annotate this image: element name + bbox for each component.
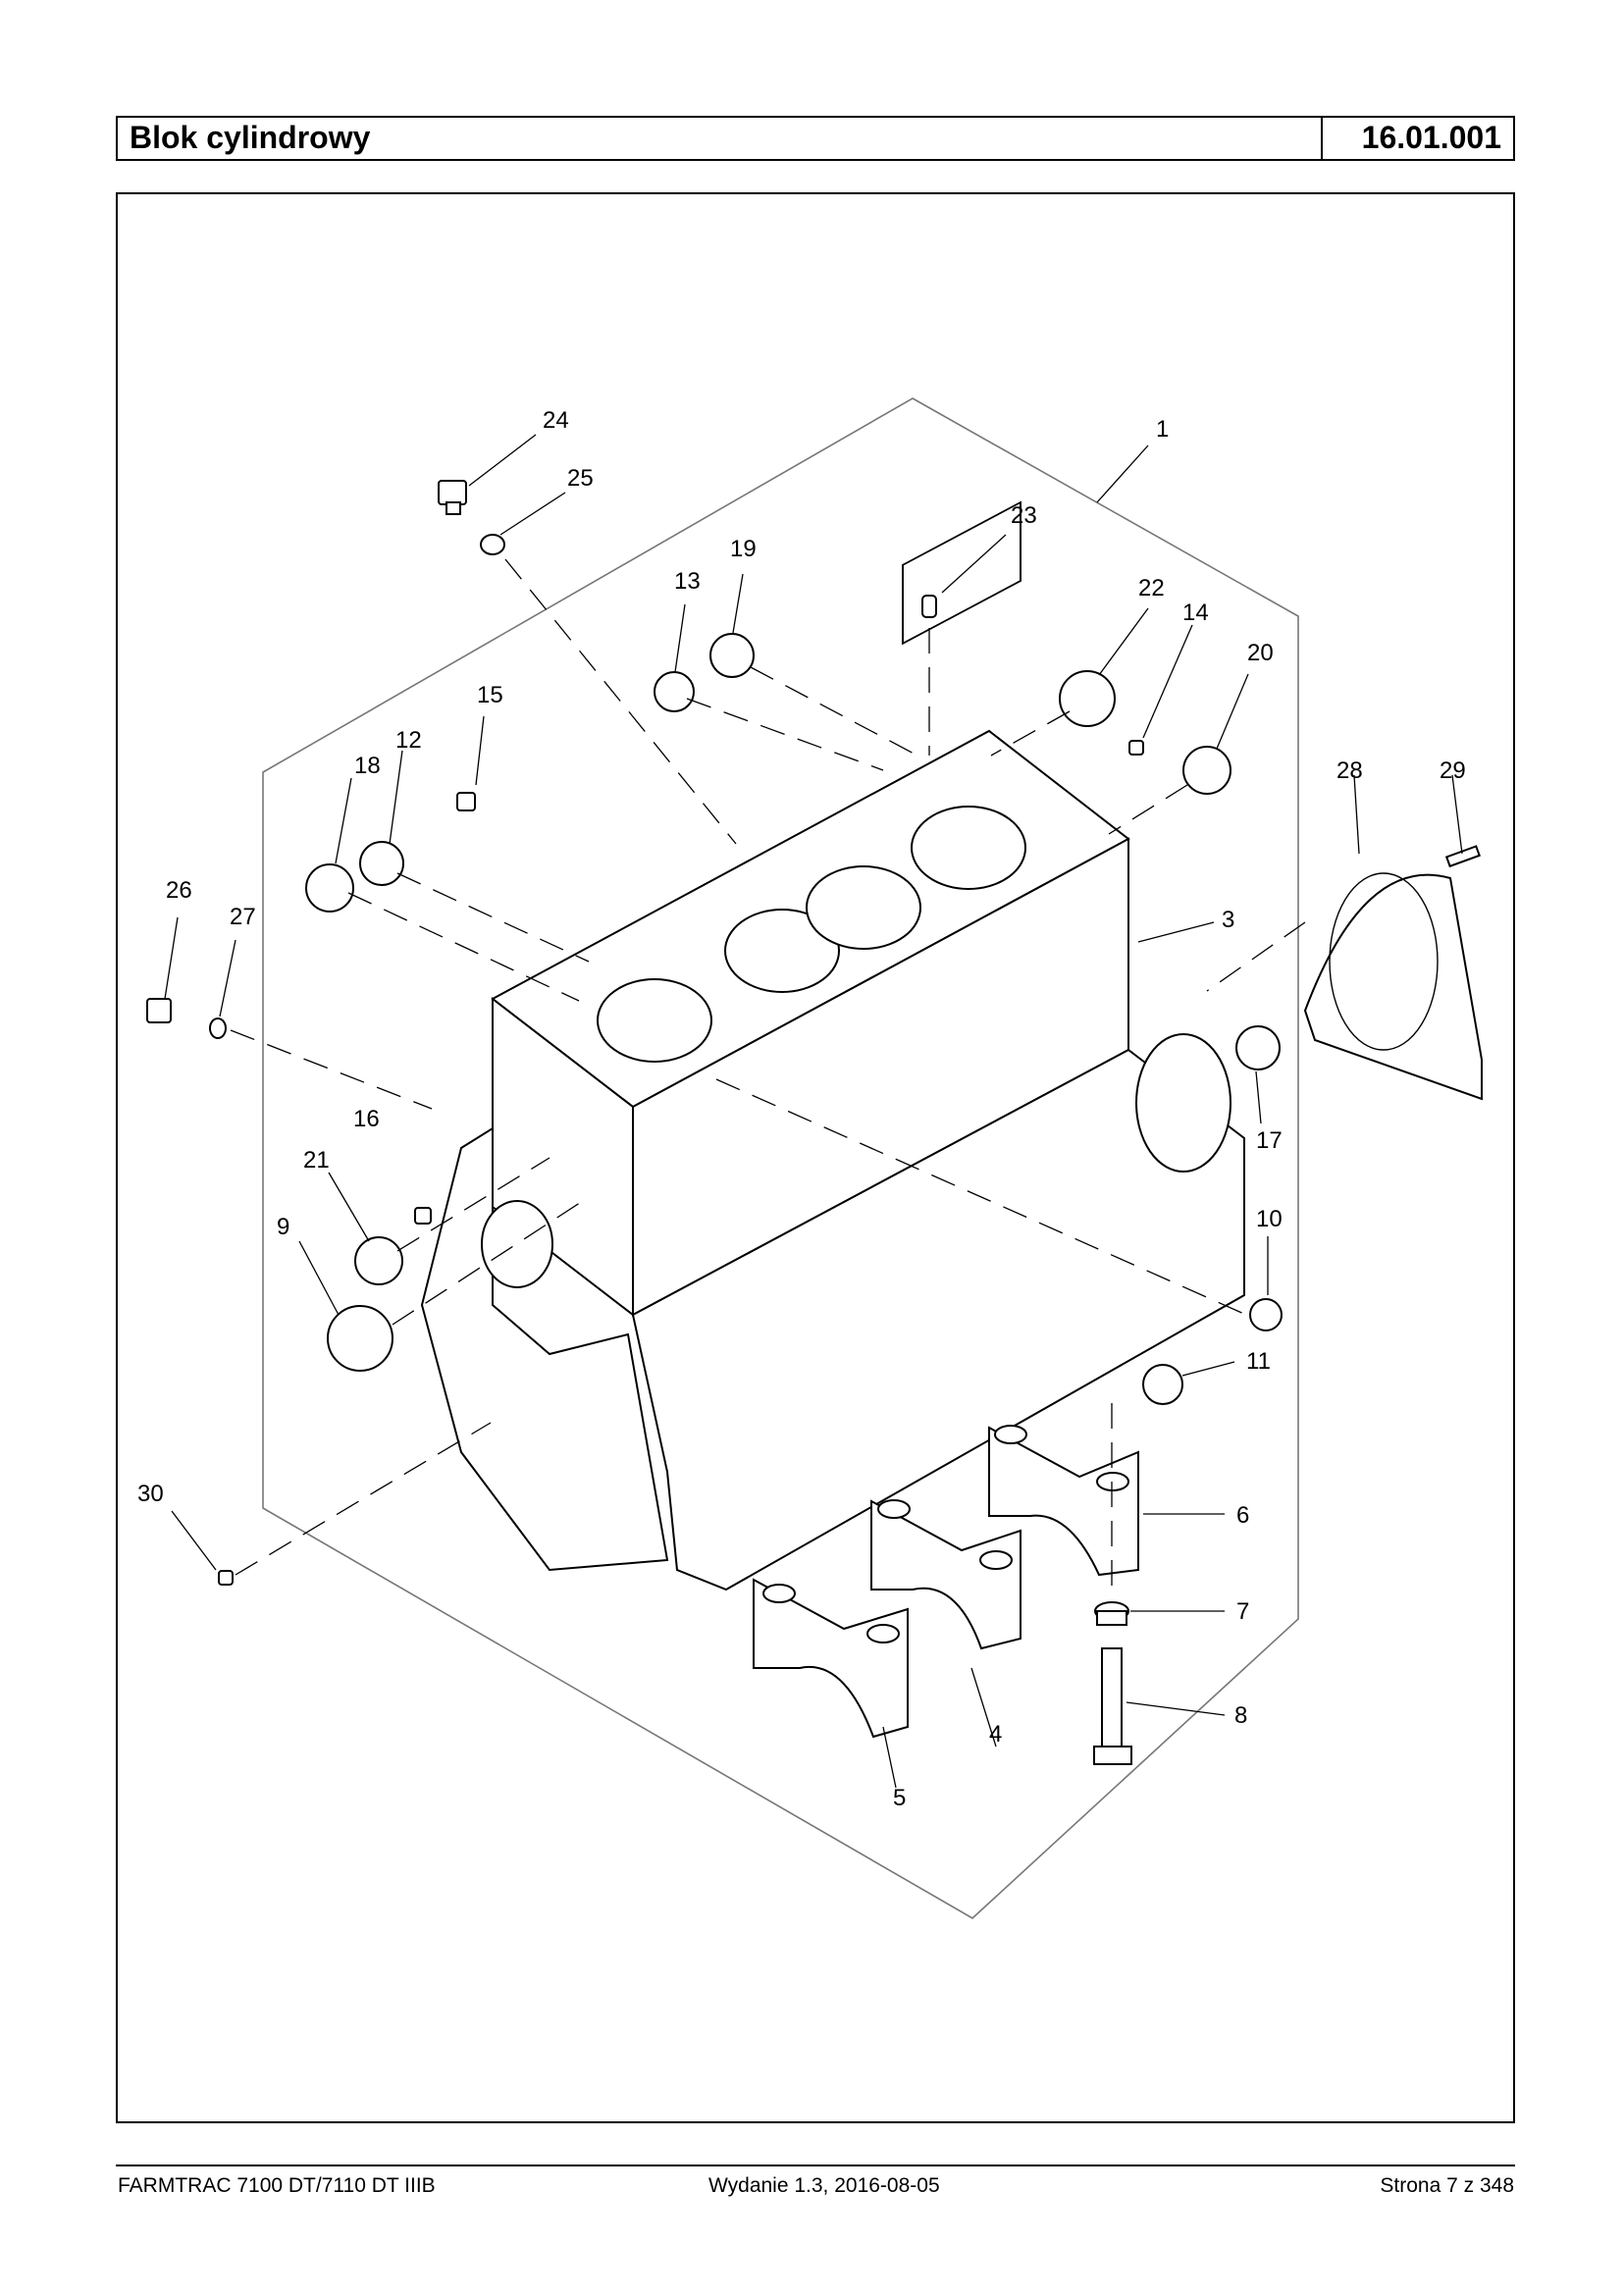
page-header: Blok cylindrowy 16.01.001	[116, 116, 1515, 161]
callout-23: 23	[1011, 502, 1037, 529]
callout-20: 20	[1247, 640, 1274, 666]
rear-seal-plate	[1303, 845, 1483, 1101]
callout-24: 24	[543, 407, 569, 434]
callout-19: 19	[730, 536, 757, 562]
bearing-caps	[753, 1425, 1139, 1739]
callout-3: 3	[1222, 907, 1234, 933]
callout-25: 25	[567, 465, 594, 492]
cylinder-block	[420, 500, 1245, 1591]
callout-1: 1	[1156, 416, 1169, 443]
callout-4: 4	[989, 1721, 1002, 1747]
callout-15: 15	[477, 682, 503, 708]
footer-page-number: Strona 7 z 348	[1380, 2174, 1514, 2197]
callout-16: 16	[353, 1106, 380, 1132]
callout-17: 17	[1256, 1127, 1283, 1154]
footer-edition: Wydanie 1.3, 2016-08-05	[708, 2174, 940, 2197]
footer-rule	[116, 2165, 1515, 2166]
callout-30: 30	[137, 1481, 164, 1507]
section-code: 16.01.001	[1321, 118, 1513, 159]
page-title: Blok cylindrowy	[130, 120, 371, 155]
callout-28: 28	[1336, 757, 1363, 784]
callout-27: 27	[230, 904, 256, 930]
callout-6: 6	[1236, 1502, 1249, 1529]
callout-22: 22	[1138, 575, 1165, 601]
assembly-boundary	[262, 397, 1299, 1919]
callout-12: 12	[395, 727, 422, 754]
callout-21: 21	[303, 1147, 330, 1174]
callout-18: 18	[354, 753, 381, 779]
callout-29: 29	[1440, 757, 1466, 784]
bolt-and-washer	[1093, 1601, 1132, 1765]
callout-7: 7	[1236, 1598, 1249, 1625]
callout-labels: 1 3 4 5 6 7 8 9 10 11 12 13 14 15 16 17 …	[137, 407, 1466, 1811]
callout-8: 8	[1234, 1702, 1247, 1729]
plugs-and-bushings	[146, 480, 1283, 1586]
callout-11: 11	[1246, 1348, 1271, 1375]
callout-5: 5	[893, 1785, 906, 1811]
assembly-lines	[230, 558, 1306, 1590]
footer-model: FARMTRAC 7100 DT/7110 DT IIIB	[118, 2174, 436, 2197]
drawing-frame	[116, 192, 1515, 2123]
callout-leaders	[164, 434, 1463, 1789]
callout-14: 14	[1182, 600, 1209, 626]
callout-9: 9	[277, 1214, 289, 1240]
callout-26: 26	[166, 877, 192, 904]
callout-13: 13	[674, 568, 701, 595]
callout-10: 10	[1256, 1206, 1283, 1232]
